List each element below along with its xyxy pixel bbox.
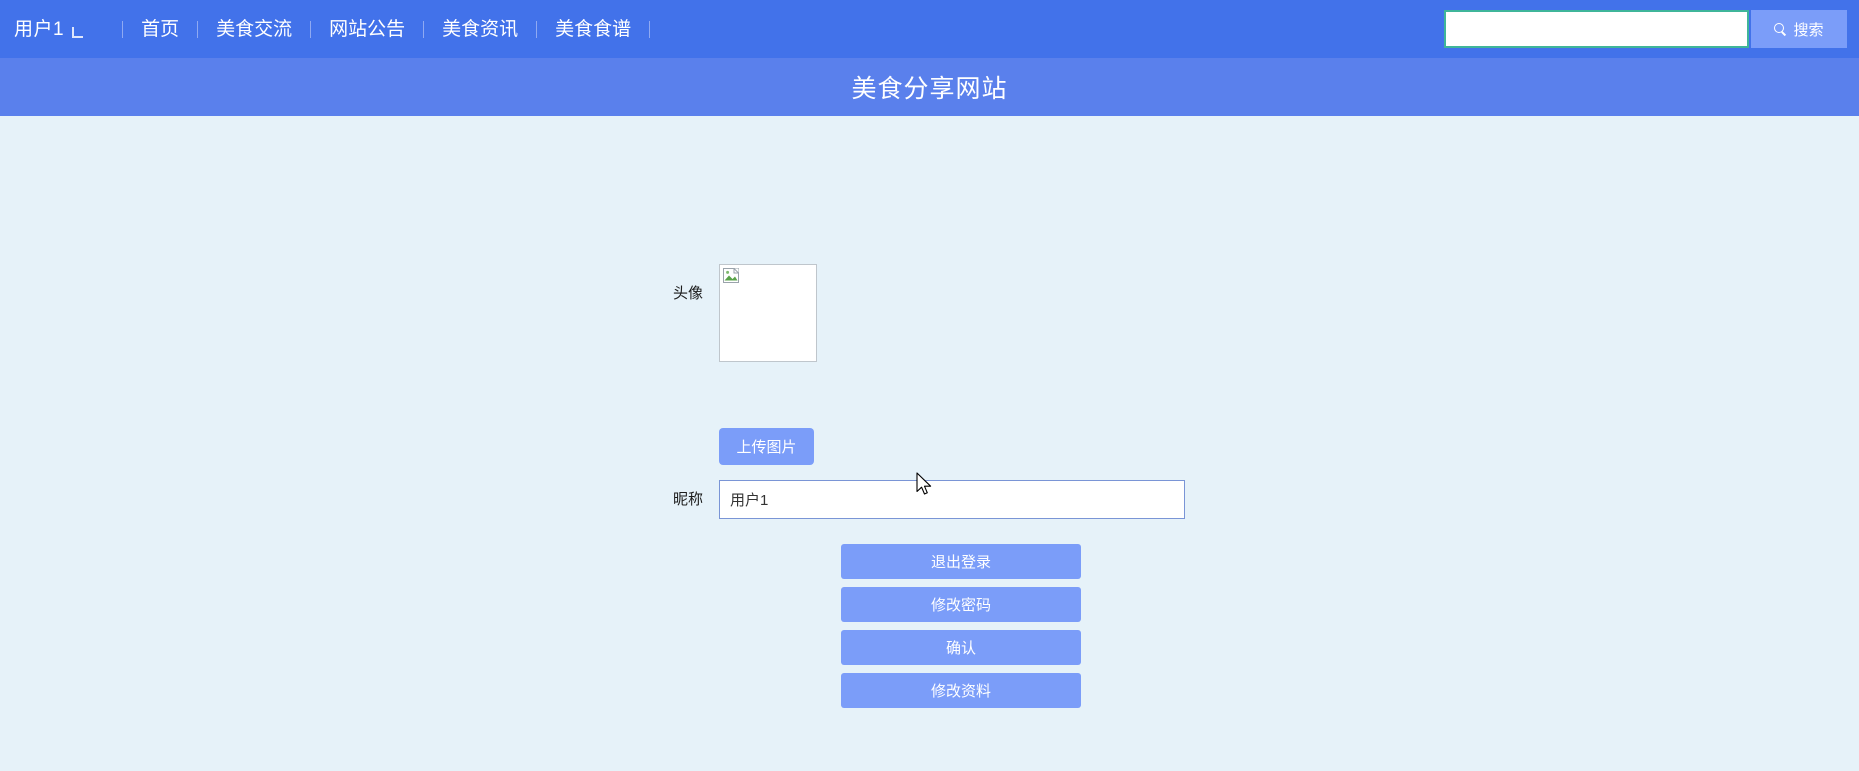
profile-form: 头像 上传图片 昵称 退出登录 修改密码 确认 修改资料 [0, 116, 1859, 771]
search-icon [1774, 22, 1787, 36]
nickname-label: 昵称 [672, 491, 703, 508]
nav-divider [536, 20, 538, 38]
nav-link-food-exchange[interactable]: 美食交流 [216, 18, 293, 40]
nav-link-food-news[interactable]: 美食资讯 [442, 18, 519, 40]
avatar-label: 头像 [672, 285, 703, 302]
change-password-button[interactable]: 修改密码 [841, 587, 1081, 622]
nav-links: 首页 美食交流 网站公告 美食资讯 美食食谱 [120, 20, 652, 39]
avatar[interactable] [719, 264, 817, 362]
upload-image-button[interactable]: 上传图片 [719, 428, 814, 465]
page-title: 美食分享网站 [851, 75, 1008, 103]
avatar-row: 头像 [645, 264, 817, 362]
nickname-row: 昵称 [645, 480, 1185, 519]
edit-profile-button[interactable]: 修改资料 [841, 673, 1081, 708]
nav-link-site-announcements[interactable]: 网站公告 [329, 18, 406, 40]
site-title-band: 美食分享网站 [0, 58, 1859, 116]
top-navbar: 用户1 首页 美食交流 网站公告 美食资讯 美食食谱 搜索 [0, 0, 1859, 58]
search-bar: 搜索 [1444, 10, 1847, 48]
nav-divider [649, 20, 651, 38]
search-input[interactable] [1444, 10, 1749, 48]
nav-divider [310, 20, 312, 38]
nav-divider [122, 20, 124, 38]
broken-image-icon [723, 268, 739, 283]
upload-row: 上传图片 [645, 428, 814, 465]
nav-divider [423, 20, 425, 38]
chevron-down-icon [72, 27, 86, 41]
nav-link-home[interactable]: 首页 [141, 18, 180, 40]
nickname-input[interactable] [719, 480, 1185, 519]
nav-user-menu[interactable]: 用户1 [8, 17, 90, 41]
action-buttons: 退出登录 修改密码 确认 修改资料 [841, 544, 1081, 708]
search-button-label: 搜索 [1793, 21, 1824, 39]
nav-divider [197, 20, 199, 38]
logout-button[interactable]: 退出登录 [841, 544, 1081, 579]
nav-user-name: 用户1 [14, 18, 65, 40]
nav-link-food-recipes[interactable]: 美食食谱 [555, 18, 632, 40]
search-button[interactable]: 搜索 [1751, 10, 1847, 48]
confirm-button[interactable]: 确认 [841, 630, 1081, 665]
